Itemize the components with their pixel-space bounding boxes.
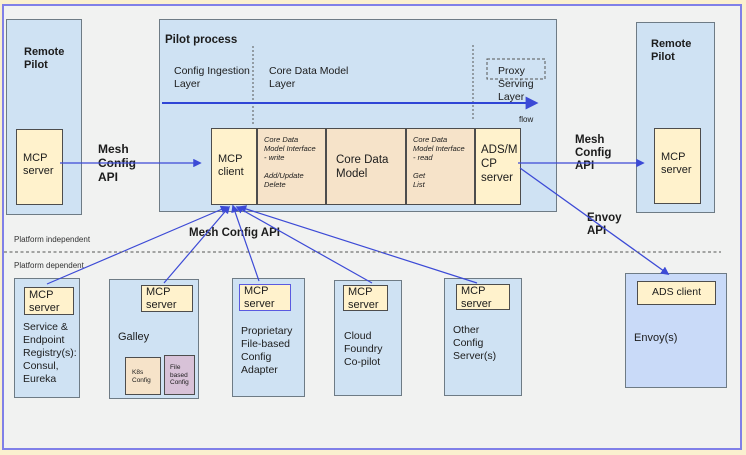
file-based-config-box: File based Config	[164, 355, 195, 395]
ads-client-box: ADS client	[637, 281, 716, 305]
cloud-foundry-box: MCP server Cloud Foundry Co-pilot	[334, 280, 402, 396]
mesh-config-api-right-label: Mesh Config API	[575, 134, 612, 172]
k8s-config-label: K8s Config	[132, 369, 151, 384]
remote-pilot-left-mcp-server-label: MCP server	[23, 152, 54, 177]
proprietary-mcp-server-label: MCP server	[244, 285, 275, 310]
platform-independent-label: Platform independent	[14, 235, 91, 244]
galley-box: MCP server Galley K8s Config File based …	[109, 279, 199, 399]
other-config-label: Other Config Server(s)	[453, 324, 497, 362]
mcp-client-label: MCP client	[218, 153, 244, 178]
file-based-config-label: File based Config	[170, 364, 189, 386]
config-ingestion-layer-label: Config Ingestion Layer	[174, 65, 250, 90]
remote-pilot-right-mcp-server: MCP server	[654, 128, 701, 204]
service-endpoint-registry-label: Service & Endpoint Registry(s): Consul, …	[23, 321, 77, 385]
galley-label: Galley	[118, 331, 150, 343]
galley-mcp-server: MCP server	[141, 285, 193, 312]
ads-mcp-server-box: ADS/M CP server	[475, 128, 521, 205]
core-data-model-interface-read-label: Core Data Model Interface - read Get Lis…	[413, 135, 465, 189]
remote-pilot-right-box: Remote Pilot MCP server	[636, 22, 715, 213]
proxy-serving-layer-label: Proxy Serving Layer	[498, 65, 534, 103]
remote-pilot-left-mcp-server: MCP server	[16, 129, 63, 205]
cloud-foundry-mcp-server-label: MCP server	[348, 286, 379, 311]
pilot-process-title: Pilot process	[165, 34, 238, 46]
service-endpoint-mcp-server: MCP server	[24, 287, 74, 315]
platform-dependent-label: Platform dependent	[14, 261, 84, 270]
core-data-model-layer-label: Core Data Model Layer	[269, 65, 349, 90]
mcp-client-box: MCP client	[211, 128, 257, 205]
ads-mcp-server-label: ADS/M CP server	[481, 144, 518, 184]
mesh-config-api-left-label: Mesh Config API	[98, 142, 136, 184]
remote-pilot-right-mcp-server-label: MCP server	[661, 151, 692, 176]
diagram-canvas: Remote Pilot MCP server Mesh Config API …	[2, 4, 742, 450]
ads-client-label: ADS client	[651, 286, 702, 298]
core-data-model-interface-write-box: Core Data Model Interface - write Add/Up…	[257, 128, 326, 205]
other-config-box: MCP server Other Config Server(s)	[444, 278, 522, 396]
k8s-config-box: K8s Config	[125, 357, 161, 395]
remote-pilot-right-title: Remote Pilot	[651, 38, 692, 63]
proprietary-adapter-label: Proprietary File-based Config Adapter	[241, 325, 293, 376]
envoy-api-label: Envoy API	[587, 212, 622, 237]
remote-pilot-left-box: Remote Pilot MCP server	[6, 19, 82, 215]
cloud-foundry-label: Cloud Foundry Co-pilot	[344, 330, 383, 368]
pilot-process-box: Pilot process Config Ingestion Layer Cor…	[159, 19, 557, 212]
core-data-model-interface-write-label: Core Data Model Interface - write Add/Up…	[264, 135, 316, 189]
envoy-box: ADS client Envoy(s)	[625, 273, 727, 388]
service-endpoint-registry-box: MCP server Service & Endpoint Registry(s…	[14, 278, 80, 398]
service-endpoint-mcp-server-label: MCP server	[29, 289, 60, 314]
core-data-model-label: Core Data Model	[336, 154, 389, 180]
envoys-label: Envoy(s)	[634, 332, 678, 344]
other-config-mcp-server: MCP server	[456, 284, 510, 310]
other-config-mcp-server-label: MCP server	[461, 285, 492, 310]
galley-mcp-server-label: MCP server	[146, 286, 177, 311]
cloud-foundry-mcp-server: MCP server	[343, 285, 388, 311]
mesh-config-api-center-label: Mesh Config API	[189, 227, 280, 239]
remote-pilot-left-title: Remote Pilot	[24, 46, 65, 71]
core-data-model-interface-read-box: Core Data Model Interface - read Get Lis…	[406, 128, 475, 205]
core-data-model-box: Core Data Model	[326, 128, 406, 205]
flow-label: flow	[519, 115, 534, 124]
proprietary-adapter-box: MCP server Proprietary File-based Config…	[232, 278, 305, 397]
proprietary-mcp-server: MCP server	[239, 284, 291, 311]
